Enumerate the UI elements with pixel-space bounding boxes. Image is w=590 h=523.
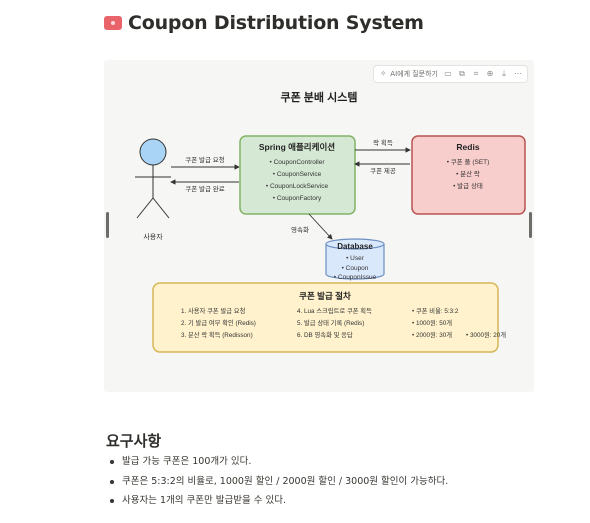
spring-box: [239, 135, 356, 215]
spring-title: Spring 애플리케이션: [259, 142, 335, 152]
ticket-icon: [104, 16, 122, 30]
spring-item: • CouponService: [273, 171, 322, 178]
copy-icon[interactable]: ⧉: [459, 69, 465, 78]
diagram-image-block[interactable]: ✧ AI에게 질문하기 ▭ ⧉ ⌗ ⊕ ⤓ ⋯ 쿠폰 분배 시스템 사용자 쿠폰…: [104, 60, 534, 392]
user-actor: [135, 138, 171, 219]
spring-item: • CouponController: [269, 159, 325, 166]
page-title: Coupon Distribution System: [104, 12, 424, 34]
resize-handle-right[interactable]: [529, 212, 532, 238]
redis-item: • 발급 상태: [453, 181, 483, 190]
comment-icon[interactable]: ▭: [444, 69, 452, 78]
complete-arrow-label: 쿠폰 발급 완료: [185, 184, 225, 193]
architecture-diagram: 쿠폰 분배 시스템 사용자 쿠폰 발급 요청 쿠폰 발급 완료 Spring 애…: [135, 90, 526, 353]
ask-ai-label: AI에게 질문하기: [390, 70, 438, 78]
zoom-in-icon[interactable]: ⊕: [486, 69, 494, 78]
database-title: Database: [337, 242, 373, 251]
list-item: 쿠폰은 5:3:2의 비율로, 1000원 할인 / 2000원 할인 / 30…: [106, 475, 448, 495]
resize-handle-left[interactable]: [106, 212, 109, 238]
procedure-step: 3. 분산 락 획득 (Redisson): [181, 330, 253, 339]
redis-title: Redis: [456, 142, 479, 152]
spring-item: • CouponFactory: [273, 195, 322, 202]
image-toolbar: ✧ AI에게 질문하기 ▭ ⧉ ⌗ ⊕ ⤓ ⋯: [373, 65, 528, 83]
procedure-step: 5. 발급 상태 기록 (Redis): [297, 318, 364, 327]
database-item: • CouponIssue: [334, 274, 377, 281]
procedure-step: 6. DB 영속화 및 응답: [297, 330, 353, 339]
requirements-heading: 요구사항: [106, 432, 162, 450]
persist-arrow-label: 영속화: [291, 225, 309, 234]
procedure-step: 2. 기 발급 여부 확인 (Redis): [181, 318, 256, 327]
download-icon[interactable]: ⤓: [502, 69, 506, 78]
redis-box: [411, 135, 526, 215]
coupon-ratio-item: • 2000원: 30개: [412, 330, 452, 339]
sparkle-icon: ✧: [379, 69, 387, 78]
ask-ai-button[interactable]: ✧ AI에게 질문하기: [379, 69, 438, 79]
database-cylinder: [325, 238, 385, 280]
procedure-box: [152, 282, 499, 353]
coupon-ratio-item: • 1000원: 50개: [412, 318, 452, 327]
spring-item: • CouponLockService: [266, 183, 329, 190]
coupon-ratio-item: • 3000원: 20개: [466, 330, 506, 339]
more-icon[interactable]: ⋯: [514, 69, 522, 78]
request-arrow-label: 쿠폰 발급 요청: [185, 155, 225, 164]
redis-item: • 쿠폰 풀 (SET): [447, 158, 490, 166]
lock-arrow-label: 락 획득: [373, 138, 393, 147]
procedure-step: 4. Lua 스크립트로 쿠폰 획득: [297, 306, 372, 315]
list-item: 발급 가능 쿠폰은 100개가 있다.: [106, 455, 448, 475]
list-item: 사용자는 1개의 쿠폰만 발급받을 수 있다.: [106, 494, 448, 514]
page-title-text: Coupon Distribution System: [128, 12, 424, 34]
database-item: • User: [346, 255, 365, 262]
diagram-title: 쿠폰 분배 시스템: [281, 90, 358, 104]
database-item: • Coupon: [342, 265, 369, 272]
crop-icon[interactable]: ⌗: [473, 69, 479, 78]
user-label: 사용자: [143, 232, 163, 241]
procedure-title: 쿠폰 발급 절차: [299, 291, 351, 301]
procedure-step: 1. 사용자 쿠폰 발급 요청: [181, 306, 246, 315]
coupon-ratio-item: • 쿠폰 비율: 5:3:2: [412, 306, 459, 315]
provide-arrow-label: 쿠폰 제공: [370, 167, 396, 175]
redis-item: • 분산 락: [456, 169, 480, 178]
persist-arrow: [308, 213, 333, 240]
requirements-list: 발급 가능 쿠폰은 100개가 있다. 쿠폰은 5:3:2의 비율로, 1000…: [106, 455, 448, 514]
